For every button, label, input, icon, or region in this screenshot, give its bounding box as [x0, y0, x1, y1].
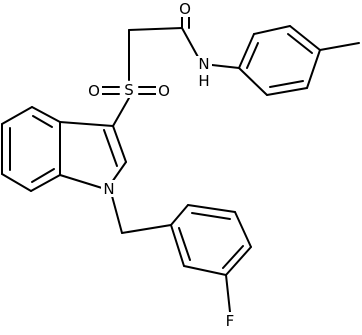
bond-tolyl-1-double: [246, 42, 259, 69]
bond-fphenyl-2-double: [191, 212, 231, 220]
bond-indole-c3-c2: [112, 125, 127, 163]
bond-tolyl-2: [253, 25, 291, 35]
bond-tolyl-3: [289, 25, 321, 51]
bond-c-f: [225, 274, 231, 313]
bond-tolyl-6: [238, 67, 268, 96]
bond-indole-c2-n1: [111, 161, 127, 183]
bond-indole-c3-c2-double: [103, 129, 118, 167]
bond-benzo-4: [1, 173, 32, 192]
atom-sulfur: S: [121, 81, 137, 99]
atom-label-hydrogen-amide: H: [198, 72, 209, 90]
bond-fphenyl-5: [183, 265, 227, 276]
bond-fphenyl-6-double: [178, 227, 191, 261]
bond-methyl: [319, 42, 360, 51]
atom-oxygen-sulfonyl-right: O: [156, 82, 172, 100]
bond-ch2-aryl: [121, 224, 172, 234]
atom-label-nitrogen-amide: N: [198, 55, 209, 73]
atom-label-oxygen-sulfonyl-left: O: [88, 82, 100, 100]
atom-label-oxygen-carbonyl: O: [179, 0, 191, 18]
atom-fluorine: F: [223, 312, 238, 330]
bond-fphenyl-4-double: [222, 245, 244, 269]
atom-nitrogen-amide: N: [196, 55, 212, 73]
bond-carbonyl-nh: [181, 27, 199, 58]
bond-fphenyl-4: [225, 246, 252, 276]
bond-tolyl-5-double: [269, 80, 304, 88]
bond-n1-ch2: [111, 195, 123, 234]
bond-benzo-2: [1, 106, 33, 125]
atom-oxygen-sulfonyl-left: O: [86, 82, 102, 100]
atom-label-fluorine: F: [226, 312, 235, 330]
atom-label-nitrogen-indole: N: [103, 180, 114, 198]
bond-fphenyl-2: [187, 204, 236, 213]
atom-nitrogen-indole: N: [101, 180, 117, 198]
bond-layer: [1, 11, 360, 313]
bond-fphenyl-3: [234, 211, 252, 248]
bond-indole-c3-c3a: [59, 121, 114, 127]
bond-benzo-5-double: [31, 168, 55, 183]
bond-ch2-carbonyl: [128, 27, 183, 31]
bond-tolyl-1: [238, 33, 255, 69]
atom-label-layer: O N H S O O N F: [86, 0, 238, 330]
bond-nh-aryl: [211, 64, 240, 69]
bond-tolyl-3-double: [287, 33, 313, 54]
bond-tolyl-5: [266, 87, 308, 96]
bond-tolyl-4: [306, 49, 321, 89]
atom-hydrogen-amide: H: [197, 72, 212, 90]
bond-indole-n1-c7a: [59, 174, 103, 189]
atom-oxygen-carbonyl: O: [177, 0, 193, 18]
bond-s-indole-c3: [112, 97, 130, 127]
bond-benzo-1: [31, 106, 61, 123]
bond-fphenyl-6: [170, 224, 185, 267]
atom-label-oxygen-sulfonyl-right: O: [158, 82, 170, 100]
atom-label-sulfur: S: [124, 81, 134, 99]
bond-benzo-1-double: [32, 115, 53, 128]
bond-benzo-5: [30, 174, 61, 192]
bond-fphenyl-1: [170, 204, 189, 226]
